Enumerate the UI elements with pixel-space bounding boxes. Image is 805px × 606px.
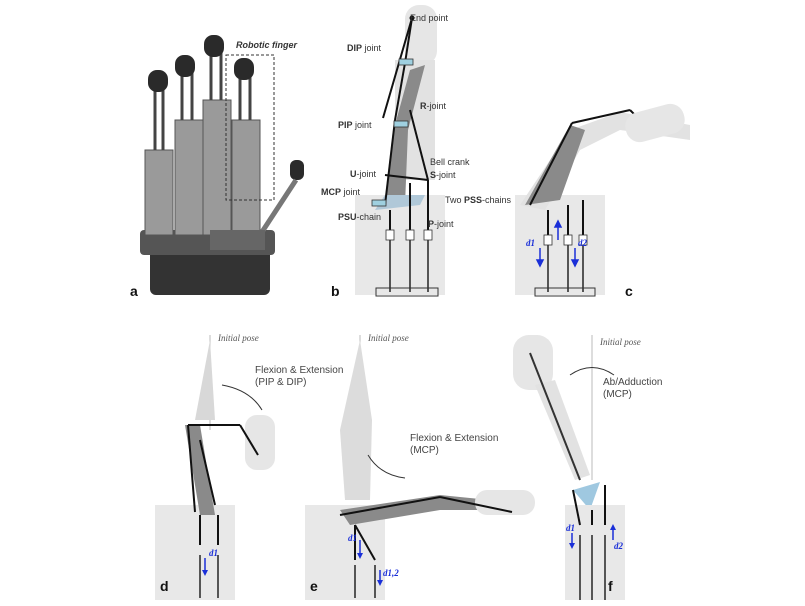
psu-chain-label: PSU-chain: [338, 212, 382, 222]
pip-joint-label: PIP joint: [338, 120, 372, 130]
panel-label-a: a: [130, 283, 138, 299]
r-joint-label: R-joint: [420, 101, 447, 111]
d1-label: d1: [209, 548, 218, 558]
finger-diagram-d: [155, 335, 275, 600]
s-joint-label: S-joint: [430, 170, 456, 180]
panel-label-c: c: [625, 283, 633, 299]
finger-diagram-f: [513, 335, 625, 600]
motion-annotation: Ab/Adduction(MCP): [603, 377, 663, 400]
p-joint-label: P-joint: [428, 219, 454, 229]
panel-label-e: e: [310, 578, 318, 594]
d12-label: d1,2: [383, 568, 399, 578]
robotic-hand-render: [140, 35, 304, 295]
dip-joint-label: DIP joint: [347, 43, 382, 53]
initial-pose-label: Initial pose: [600, 337, 641, 347]
bell-crank-label: Bell crank: [430, 157, 470, 167]
d2-label: d2: [614, 541, 623, 551]
initial-pose-label: Initial pose: [218, 333, 259, 343]
finger-diagram-e: [305, 335, 535, 600]
finger-diagram-c: [515, 103, 690, 297]
end-point-label: End point: [410, 13, 449, 23]
d1-label: d1: [348, 533, 357, 543]
initial-pose-label: Initial pose: [368, 333, 409, 343]
u-joint-label: U-joint: [350, 169, 377, 179]
d1-label: d1: [526, 238, 535, 248]
panel-label-b: b: [331, 283, 340, 299]
pss-chains-label: Two PSS-chains: [445, 195, 512, 205]
robotic-finger-callout: Robotic finger: [236, 40, 297, 50]
d2-label: d2: [578, 238, 587, 248]
finger-diagram-b: [355, 5, 445, 297]
mcp-joint-label: MCP joint: [321, 187, 361, 197]
motion-annotation: Flexion & Extension(MCP): [410, 433, 499, 456]
motion-annotation: Flexion & Extension(PIP & DIP): [255, 365, 344, 388]
panel-label-d: d: [160, 578, 169, 594]
panel-label-f: f: [608, 578, 613, 594]
d1-label: d1: [566, 523, 575, 533]
